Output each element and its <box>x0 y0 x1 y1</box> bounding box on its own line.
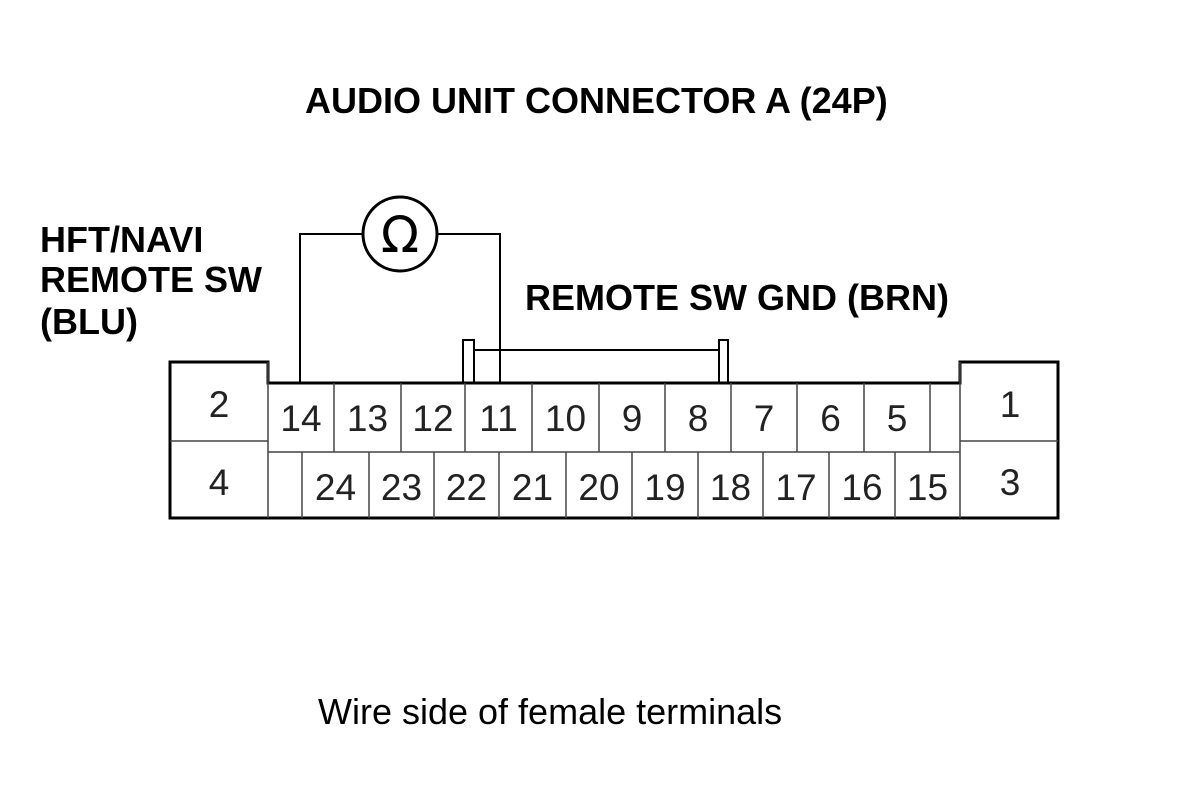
test-lead-left <box>299 233 363 383</box>
connector-body <box>168 339 1060 520</box>
bottom-row-pins: 24 23 22 21 20 19 18 17 16 15 <box>315 467 948 508</box>
left-label-line-3: (BLU) <box>40 301 138 342</box>
pin-20: 20 <box>578 467 619 508</box>
pin-17: 17 <box>775 467 816 508</box>
pin-18: 18 <box>710 467 751 508</box>
pin-5: 5 <box>887 398 908 439</box>
diagram-title: AUDIO UNIT CONNECTOR A (24P) <box>305 80 888 121</box>
pin-15: 15 <box>907 467 948 508</box>
pin-7: 7 <box>754 398 775 439</box>
pin-14: 14 <box>280 398 321 439</box>
pin-16: 16 <box>841 467 882 508</box>
latch-right-post <box>718 339 729 383</box>
pin-4: 4 <box>209 462 230 503</box>
pin-1: 1 <box>1000 384 1021 425</box>
pin-22: 22 <box>446 467 487 508</box>
pin-2: 2 <box>209 384 230 425</box>
ohmmeter-icon: Ω <box>299 195 501 383</box>
pin-9: 9 <box>622 398 643 439</box>
pin-6: 6 <box>820 398 841 439</box>
pin-19: 19 <box>644 467 685 508</box>
bottom-row-dividers <box>301 452 896 518</box>
pin-21: 21 <box>512 467 553 508</box>
right-label: REMOTE SW GND (BRN) <box>525 277 949 318</box>
pin-12: 12 <box>412 398 453 439</box>
test-lead-right <box>437 233 501 383</box>
left-label-line-2: REMOTE SW <box>40 259 262 300</box>
pin-11: 11 <box>479 398 517 439</box>
pin-3: 3 <box>1000 462 1021 503</box>
latch-left-post <box>462 339 475 383</box>
pin-10: 10 <box>545 398 586 439</box>
pin-23: 23 <box>381 467 422 508</box>
pin-13: 13 <box>347 398 388 439</box>
ohm-symbol: Ω <box>381 206 419 264</box>
caption: Wire side of female terminals <box>318 691 782 732</box>
top-row-dividers <box>333 383 931 452</box>
left-label-line-1: HFT/NAVI <box>40 219 203 260</box>
pin-24: 24 <box>315 467 356 508</box>
pin-8: 8 <box>688 398 709 439</box>
top-row-pins: 14 13 12 11 10 9 8 7 6 5 <box>280 398 907 439</box>
